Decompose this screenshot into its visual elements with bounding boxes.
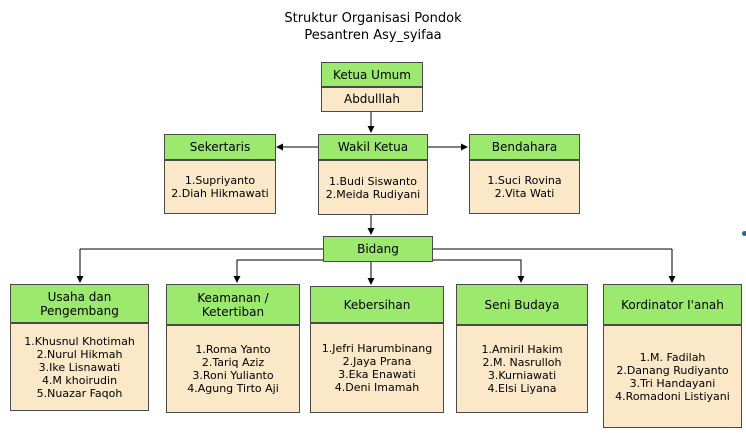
division-member: 1.Roma Yanto (195, 343, 271, 356)
division-member: 3.Kurniawati (487, 369, 557, 382)
division-member: 1.M. Fadilah (639, 350, 706, 364)
division-kebersihan-members: 1.Jefri Harumbinang 2.Jaya Prana 3.Eka E… (310, 323, 444, 413)
bendahara-header: Bendahara (469, 134, 580, 160)
ketua-umum-name-box: Abdulllah (321, 87, 423, 112)
division-member: 3.Eka Enawati (338, 368, 416, 381)
edge-dot (742, 231, 746, 236)
division-member: 2.Danang Rudiyanto (616, 363, 729, 377)
division-member: 3.Tri Handayani (629, 376, 716, 390)
division-member: 3.Ike Lisnawati (38, 360, 121, 374)
division-member: 2.Tariq Aziz (201, 356, 265, 369)
division-kordinator-members: 1.M. Fadilah 2.Danang Rudiyanto 3.Tri Ha… (603, 325, 742, 428)
bidang-header: Bidang (323, 236, 433, 262)
division-member: 3.Roni Yulianto (192, 369, 274, 382)
bendahara-members: 1.Suci Rovina 2.Vita Wati (469, 160, 580, 214)
bendahara-member: 1.Suci Rovina (487, 174, 562, 187)
wakil-ketua-header: Wakil Ketua (318, 134, 428, 160)
wakil-ketua-member: 2.Meida Rudiyani (325, 187, 421, 201)
wakil-ketua-members: 1.Budi Siswanto 2.Meida Rudiyani (318, 160, 428, 215)
title-line-1: Struktur Organisasi Pondok (284, 11, 462, 26)
division-member: 1.Amiril Hakim (481, 343, 563, 356)
division-usaha-members: 1.Khusnul Khotimah 2.Nurul Hikmah 3.Ike … (10, 323, 149, 411)
division-member: 1.Jefri Harumbinang (321, 342, 433, 355)
division-member: 4.Romadoni Listiyani (615, 389, 730, 403)
division-member: 4.Elsi Liyana (487, 382, 557, 395)
division-usaha-header: Usaha dan Pengembang (10, 284, 149, 323)
division-seni-header: Seni Budaya (456, 284, 588, 325)
division-member: 1.Khusnul Khotimah (24, 334, 135, 348)
ketua-umum-header: Ketua Umum (321, 62, 423, 87)
ketua-umum-name: Abdulllah (343, 92, 400, 106)
line-to-seni-budaya (396, 259, 525, 283)
sekertaris-member: 1.Supriyanto (184, 174, 256, 187)
division-member: 2.Nurul Hikmah (36, 347, 123, 361)
sekertaris-member: 2.Diah Hikmawati (171, 187, 269, 200)
division-member: 2.M. Nasrulloh (482, 356, 562, 369)
division-member: 4.M khoirudin (41, 373, 118, 387)
division-keamanan-members: 1.Roma Yanto 2.Tariq Aziz 3.Roni Yuliant… (166, 325, 300, 413)
wakil-ketua-member: 1.Budi Siswanto (328, 174, 418, 188)
division-kebersihan-header: Kebersihan (310, 286, 444, 323)
title-line-2: Pesantren Asy_syifaa (304, 28, 442, 43)
division-member: 4.Agung Tirto Aji (187, 382, 279, 395)
division-member: 2.Jaya Prana (342, 355, 412, 368)
division-member: 4.Deni Imamah (334, 381, 420, 394)
division-seni-members: 1.Amiril Hakim 2.M. Nasrulloh 3.Kurniawa… (456, 325, 588, 413)
line-to-keamanan (233, 259, 346, 283)
division-member: 5.Nuazar Faqoh (36, 386, 123, 400)
division-kordinator-header: Kordinator I'anah (603, 284, 742, 325)
division-keamanan-header: Keamanan / Ketertiban (166, 284, 300, 325)
chart-title: Struktur Organisasi Pondok Pesantren Asy… (248, 10, 498, 44)
bendahara-member: 2.Vita Wati (494, 187, 555, 200)
sekertaris-members: 1.Supriyanto 2.Diah Hikmawati (164, 160, 276, 214)
sekertaris-header: Sekertaris (164, 134, 276, 160)
